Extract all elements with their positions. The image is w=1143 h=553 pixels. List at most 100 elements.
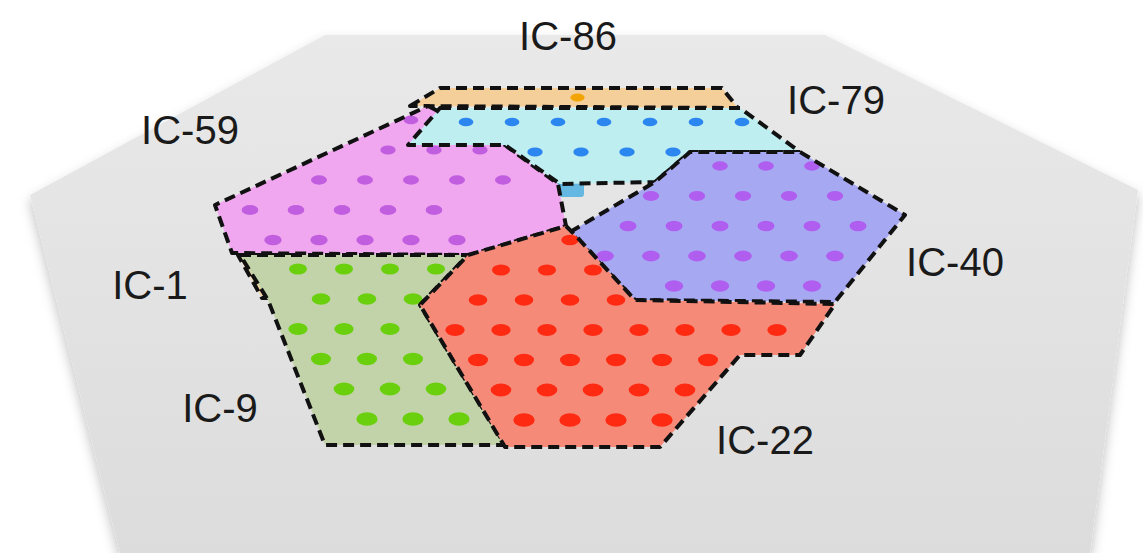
string-dot <box>619 221 636 231</box>
string-dot <box>289 264 307 275</box>
string-dot <box>310 235 327 246</box>
string-dots <box>570 93 584 101</box>
deployment-region: IC-40 <box>570 152 905 302</box>
string-dot <box>380 205 397 215</box>
string-dot <box>711 221 728 231</box>
string-dot <box>403 353 423 365</box>
string-dot <box>356 235 373 246</box>
string-dot <box>380 323 399 335</box>
string-dot <box>605 413 626 427</box>
string-dot <box>491 384 512 397</box>
region-outline <box>570 152 905 302</box>
string-dots <box>445 235 786 427</box>
string-dot <box>652 354 672 367</box>
string-dot <box>643 191 659 201</box>
string-dot <box>288 323 307 335</box>
string-dot <box>651 413 672 427</box>
string-dot <box>675 384 696 397</box>
string-dot <box>495 175 511 185</box>
season-label: IC-86 <box>519 16 617 56</box>
string-dot <box>527 147 542 156</box>
string-dot <box>688 251 706 262</box>
string-dot <box>404 116 419 125</box>
string-dot <box>734 251 752 262</box>
string-dot <box>596 251 614 262</box>
string-dot <box>445 324 464 336</box>
season-label: IC-59 <box>141 110 239 150</box>
string-dot <box>758 161 774 170</box>
string-dot <box>629 324 648 336</box>
string-dot <box>537 324 556 336</box>
string-dot <box>515 294 534 306</box>
string-dot <box>757 280 775 291</box>
string-dot <box>311 175 327 185</box>
string-dot <box>735 191 751 201</box>
string-dot <box>427 264 445 275</box>
string-dot <box>583 324 602 336</box>
string-dot <box>403 175 419 185</box>
string-dot <box>356 412 377 425</box>
string-dot <box>827 191 843 201</box>
string-dot <box>264 235 281 246</box>
string-dot <box>426 205 443 215</box>
string-dot <box>448 412 469 425</box>
string-dot <box>242 205 259 215</box>
string-dot <box>380 146 395 155</box>
string-dot <box>559 413 580 427</box>
string-dot <box>513 413 534 427</box>
string-dot <box>312 293 331 304</box>
region-fill <box>420 226 835 447</box>
region-outline <box>410 88 738 108</box>
string-dot <box>675 324 694 336</box>
string-dot <box>468 354 488 367</box>
string-dot <box>380 383 401 396</box>
region-fill <box>410 88 738 108</box>
string-dot <box>583 384 604 397</box>
string-dot <box>570 93 584 101</box>
string-dot <box>551 118 566 127</box>
string-dot <box>402 235 419 246</box>
region-outline <box>420 226 835 447</box>
deployment-region: IC-22 <box>420 226 835 447</box>
string-dot <box>849 221 866 231</box>
string-dot <box>357 353 377 365</box>
region-fill <box>570 152 905 302</box>
string-dot <box>735 118 750 127</box>
string-dot <box>491 324 510 336</box>
deployment-region: IC-86 <box>410 88 738 108</box>
string-dot <box>780 251 798 262</box>
string-dot <box>757 221 774 231</box>
string-dot <box>561 294 580 306</box>
string-dot <box>606 354 626 367</box>
string-dot <box>721 324 740 336</box>
ground-hexagon <box>30 35 1138 553</box>
string-dot <box>311 353 331 365</box>
string-dot <box>334 323 353 335</box>
string-dot <box>712 161 728 170</box>
string-dot <box>803 221 820 231</box>
string-dot <box>561 235 578 246</box>
string-dot <box>665 280 683 291</box>
region-border <box>410 88 738 108</box>
string-dot <box>665 221 682 231</box>
string-dot <box>643 118 658 127</box>
string-dot <box>381 264 399 275</box>
string-dot <box>459 118 474 127</box>
string-dot <box>597 118 612 127</box>
string-dots <box>596 161 866 291</box>
string-dot <box>665 147 680 156</box>
string-dot <box>514 354 534 367</box>
region-border <box>420 226 835 447</box>
season-label: IC-40 <box>906 242 1004 282</box>
string-dot <box>584 265 602 276</box>
string-dot <box>689 191 705 201</box>
string-dot <box>689 118 704 127</box>
string-dot <box>492 265 510 276</box>
string-dot <box>334 383 355 396</box>
string-dot <box>448 235 465 246</box>
string-dot <box>560 354 580 367</box>
string-dot <box>803 280 821 291</box>
string-dot <box>334 205 351 215</box>
string-dot <box>619 147 634 156</box>
season-label: IC-1 <box>112 265 188 305</box>
